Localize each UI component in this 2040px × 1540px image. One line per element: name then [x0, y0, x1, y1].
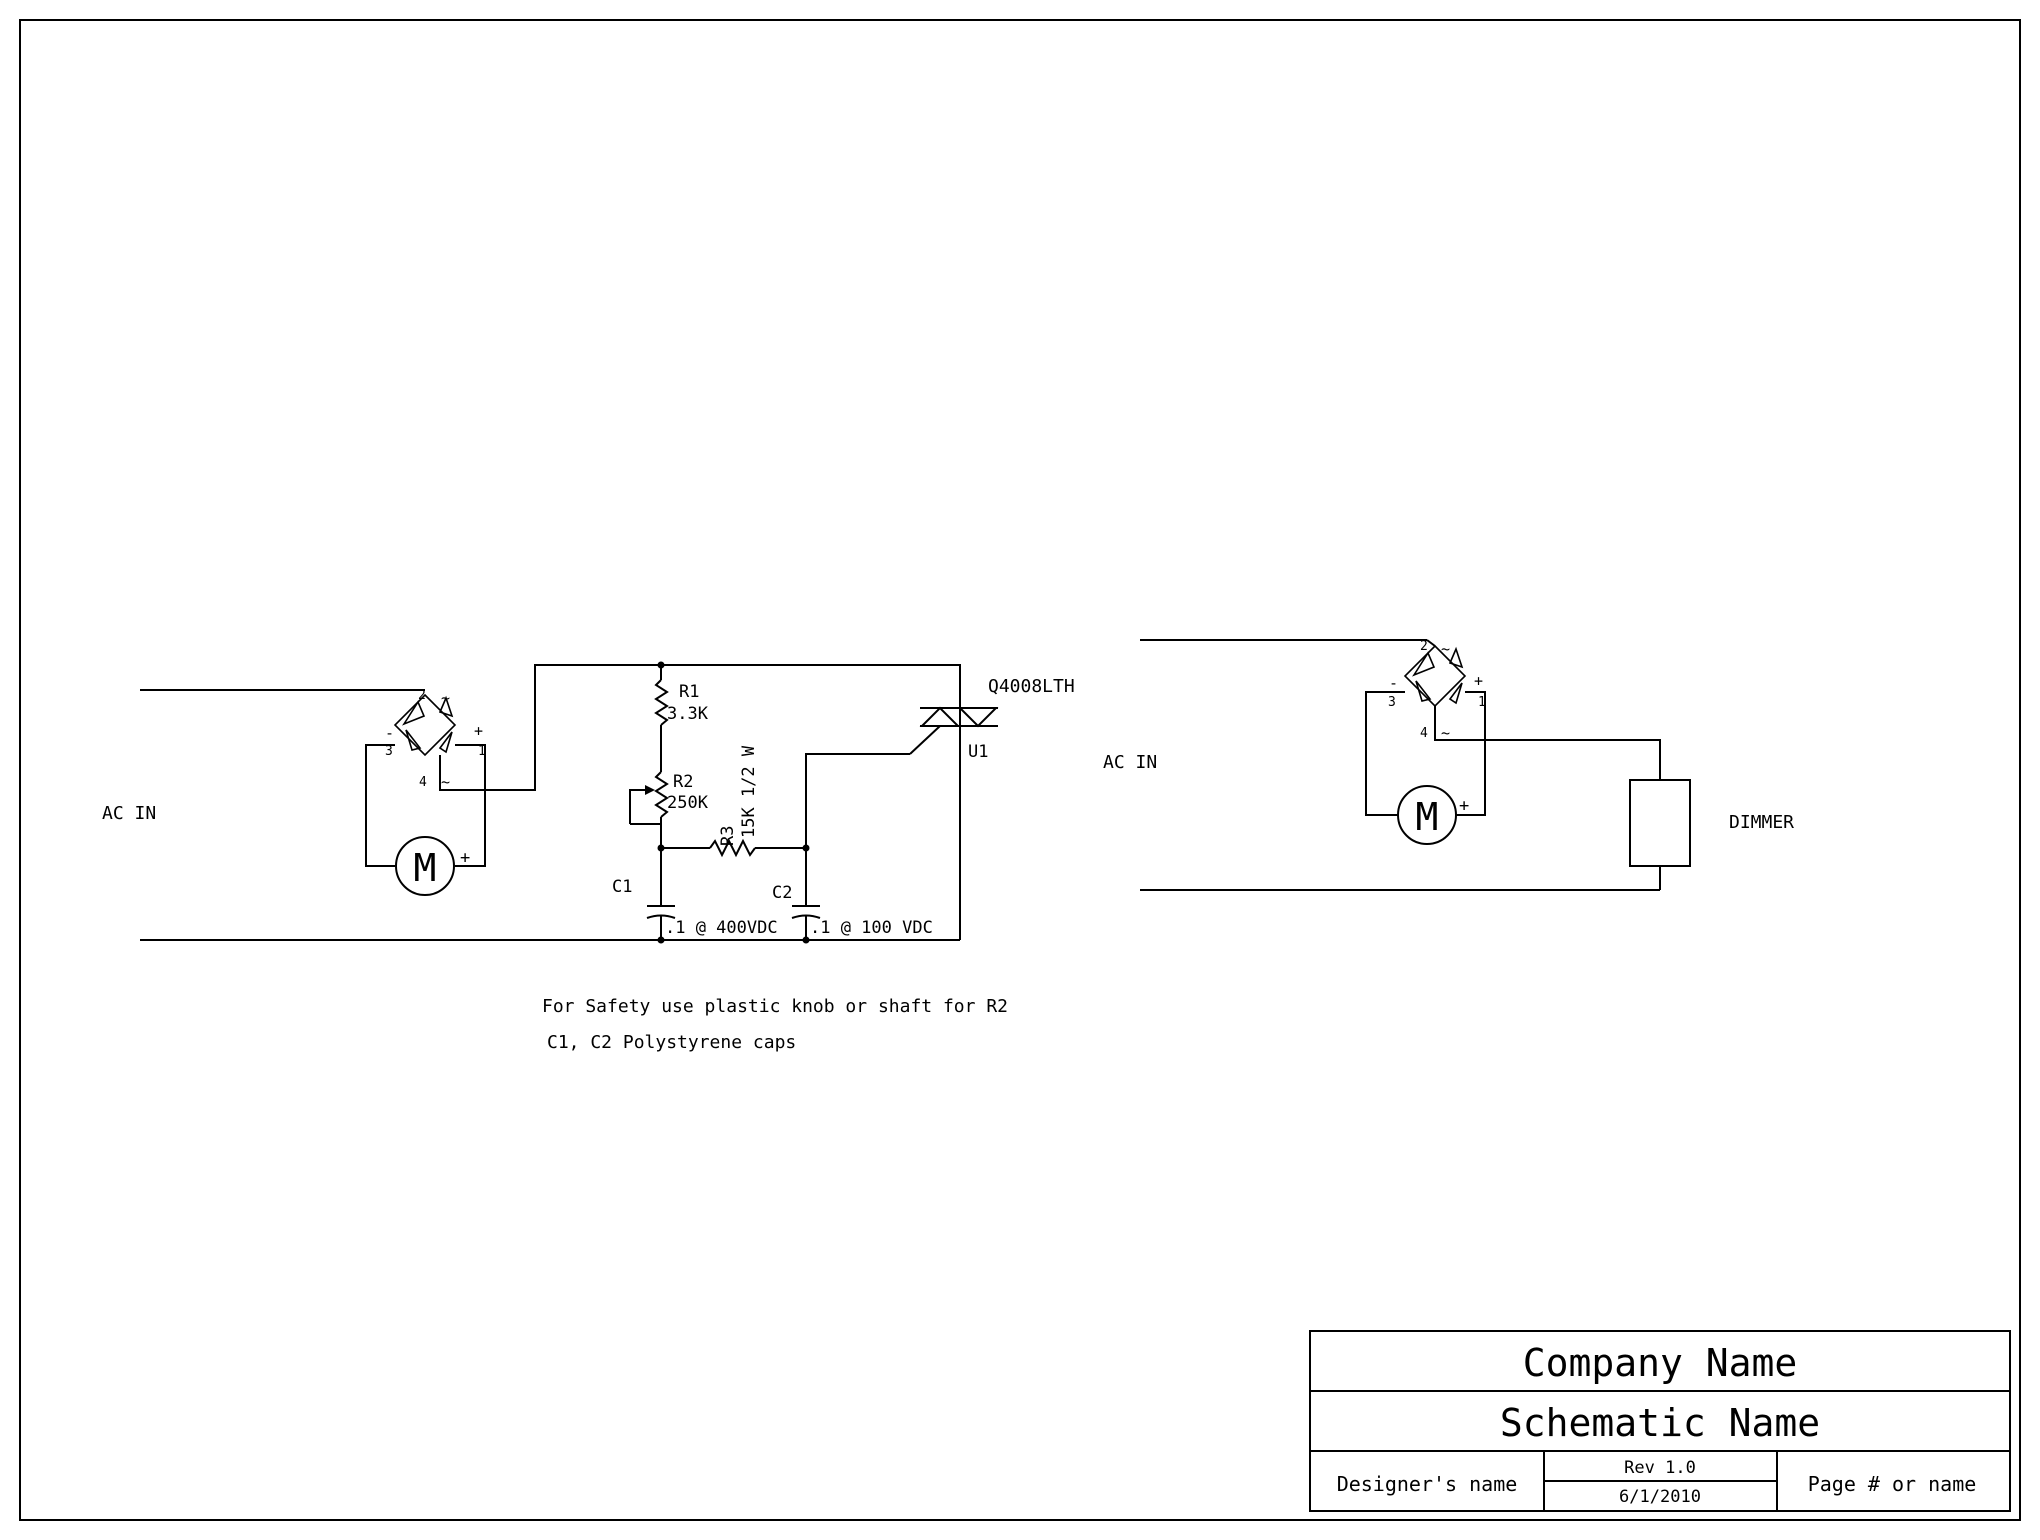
right-motor-symbol [1397, 785, 1457, 845]
r1-ref: R1 [679, 682, 699, 702]
r3-resistor [709, 838, 756, 858]
r2-wiper-wire [629, 789, 648, 824]
triac-symbol [909, 706, 999, 755]
date: 6/1/2010 [1619, 1487, 1701, 1507]
right-bridge-minus-wire [1365, 691, 1405, 816]
bridge-pin-2: 2 [418, 688, 426, 703]
revision: Rev 1.0 [1624, 1458, 1696, 1478]
right-bridge-pin-4: 4 [1420, 726, 1428, 741]
bridge-pin-3: 3 [385, 744, 393, 759]
right-bridge-ac-symbol-bottom: ~ [1441, 724, 1450, 742]
right-bridge-ac-symbol-top: ~ [1441, 640, 1450, 658]
right-motor-polarity: + [1459, 796, 1469, 816]
triac-part-number: Q4008LTH [988, 676, 1075, 697]
note-safety: For Safety use plastic knob or shaft for… [542, 996, 1008, 1017]
left-circuit: AC IN 2 3 4 1 ~ - + ~ M + [102, 661, 1075, 1053]
right-bridge-pin-1: 1 [1478, 695, 1486, 710]
bridge-pin-1: 1 [478, 744, 486, 759]
c2-value: .1 @ 100 VDC [810, 918, 933, 938]
schematic-name: Schematic Name [1500, 1401, 1820, 1445]
c1-value: .1 @ 400VDC [665, 918, 778, 938]
r1-resistor [654, 679, 669, 726]
junction-c2-bottom [802, 936, 810, 944]
right-bridge-to-dimmer-wire [1434, 706, 1661, 780]
motor-symbol [395, 836, 455, 896]
bridge-diode-2 [438, 695, 454, 718]
bridge-minus-symbol: - [385, 724, 394, 742]
title-block: Company Name Schematic Name Designer's n… [1309, 1330, 2011, 1512]
right-bridge-input-lead [1426, 639, 1436, 647]
bridge-plus-wire [455, 744, 486, 867]
bridge-rectifier: 2 3 4 1 ~ - + ~ [385, 688, 486, 791]
r2-potentiometer [654, 771, 669, 818]
page-name: Page # or name [1808, 1472, 1977, 1496]
bridge-diode-3 [405, 729, 422, 751]
c1-ref: C1 [612, 877, 632, 897]
r3-value: 15K 1/2 W [739, 745, 759, 838]
company-name: Company Name [1523, 1341, 1798, 1385]
triac-gate-wire [805, 753, 910, 848]
bridge-ac-symbol-bottom: ~ [441, 773, 450, 791]
triac-gate-lead [909, 725, 941, 755]
r2-value: 250K [667, 793, 709, 813]
dimmer-label: DIMMER [1729, 812, 1794, 833]
r2-ref: R2 [673, 772, 693, 792]
right-bridge-pin-2: 2 [1420, 639, 1428, 654]
right-bridge-pin-3: 3 [1388, 695, 1396, 710]
junction-c1-bottom [657, 936, 665, 944]
right-bridge-minus-symbol: - [1389, 674, 1398, 692]
sheet-border [19, 19, 2021, 1521]
right-motor-label: M [1416, 795, 1439, 839]
right-bridge-outline [1403, 644, 1467, 708]
ac-in-label: AC IN [102, 803, 156, 824]
title-block-border [1309, 1330, 2011, 1512]
note-caps: C1, C2 Polystyrene caps [547, 1032, 796, 1053]
motor-polarity: + [460, 848, 470, 868]
r3-ref: R3 [718, 826, 738, 846]
right-ac-in-label: AC IN [1103, 752, 1157, 773]
right-bridge-diode-2 [1448, 646, 1464, 669]
bridge-outline [393, 693, 457, 757]
right-circuit: AC IN 2 3 4 1 ~ - + ~ M + DIMMER [1103, 639, 1794, 891]
triac-diode-right [957, 707, 999, 728]
c2-plate-bottom [791, 914, 821, 919]
c2-ref: C2 [772, 883, 792, 903]
bridge-ac-to-triac-wire [439, 664, 961, 940]
dimmer-block [1629, 779, 1691, 867]
motor-label: M [414, 846, 437, 890]
triac-diode-left [919, 706, 961, 727]
bridge-diode-1 [401, 700, 426, 726]
right-bridge-diode-4 [1448, 682, 1463, 705]
c1-plate-bottom [646, 914, 676, 919]
bridge-plus-symbol: + [474, 722, 483, 740]
r1-value: 3.3K [667, 704, 709, 724]
bridge-minus-wire [365, 744, 395, 867]
bridge-diode-4 [438, 731, 453, 754]
right-bridge-plus-wire [1456, 691, 1486, 816]
r2-wiper-arrow [645, 785, 655, 795]
right-bridge-diode-3 [1415, 680, 1432, 702]
bridge-pin-4: 4 [419, 775, 427, 790]
right-bridge-plus-symbol: + [1474, 672, 1483, 690]
designer-name: Designer's name [1337, 1472, 1518, 1496]
right-bridge-diode-1 [1411, 651, 1436, 677]
bridge-ac-symbol-top: ~ [441, 689, 450, 707]
right-bridge-rectifier: 2 3 4 1 ~ - + ~ [1388, 639, 1486, 742]
triac-ref: U1 [968, 742, 988, 762]
